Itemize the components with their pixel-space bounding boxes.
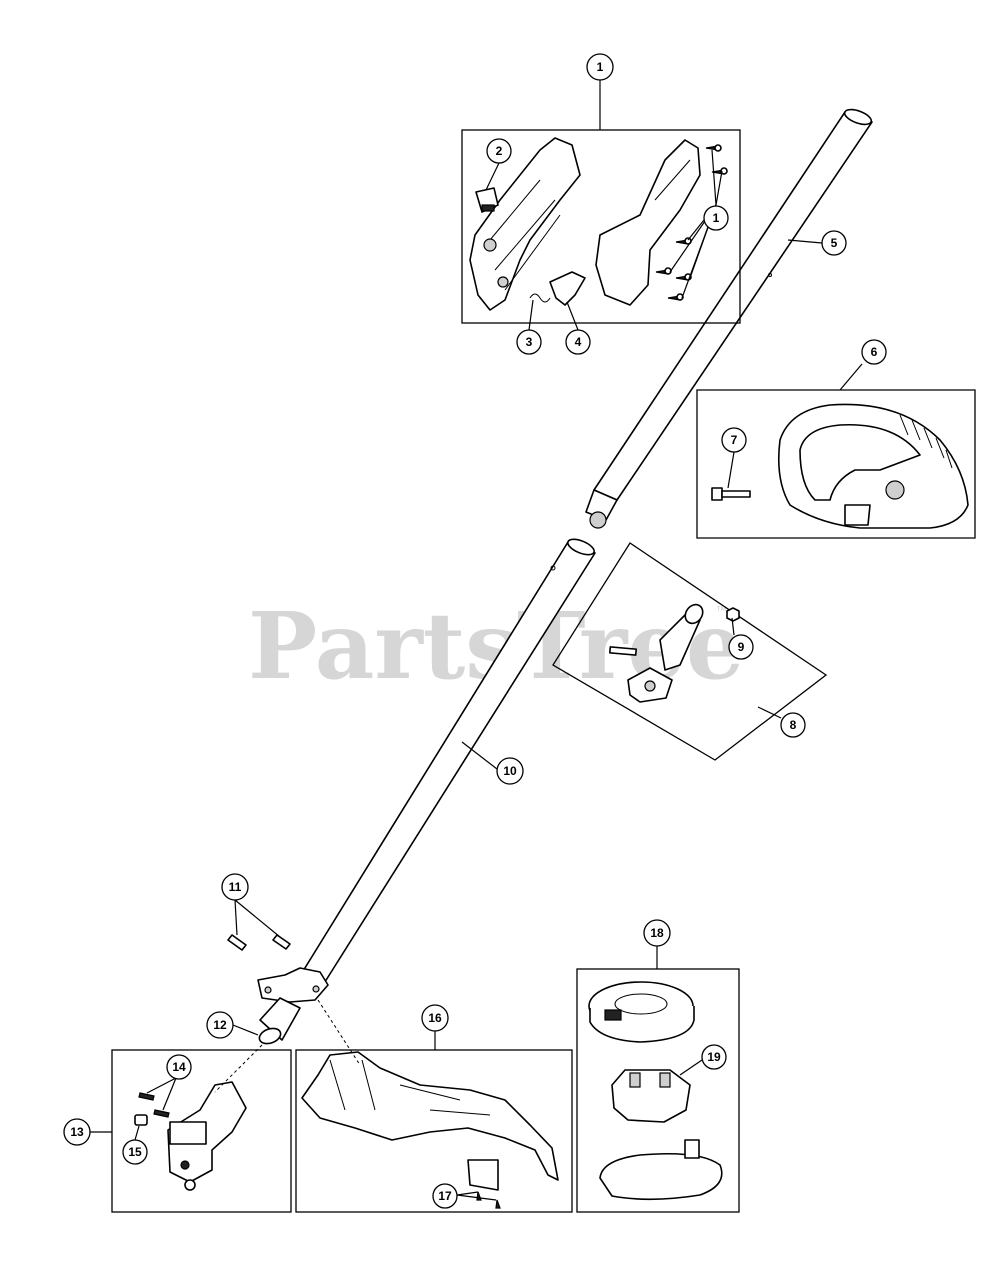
callout-12[interactable]: 12 bbox=[206, 1011, 234, 1039]
svg-text:3: 3 bbox=[526, 335, 533, 349]
spool-part19 bbox=[611, 1069, 691, 1123]
coupler-part8 bbox=[608, 603, 704, 703]
box-assist-handle bbox=[696, 389, 976, 539]
bushing-part15 bbox=[134, 1114, 148, 1126]
box-coupler bbox=[552, 542, 828, 761]
assist-handle-part6 bbox=[777, 403, 969, 529]
svg-text:18: 18 bbox=[650, 926, 664, 940]
svg-text:10: 10 bbox=[503, 764, 517, 778]
bolts-part11 bbox=[227, 934, 291, 951]
svg-text:16: 16 bbox=[428, 1011, 442, 1025]
svg-text:14: 14 bbox=[172, 1060, 186, 1074]
svg-text:5: 5 bbox=[831, 236, 838, 250]
callout-3[interactable]: 3 bbox=[516, 329, 542, 355]
shaft-end-part12 bbox=[258, 997, 301, 1045]
handle-screws bbox=[655, 144, 728, 301]
shield-bracket bbox=[257, 967, 329, 1003]
callout-8[interactable]: 8 bbox=[780, 712, 806, 738]
upper-shaft bbox=[585, 108, 873, 529]
callout-11[interactable]: 11 bbox=[221, 873, 249, 901]
callout-17[interactable]: 17 bbox=[432, 1183, 458, 1209]
svg-text:1: 1 bbox=[713, 211, 720, 225]
box-gearhead bbox=[111, 1049, 292, 1213]
gearhead-part13 bbox=[167, 1081, 247, 1191]
handle-right-half bbox=[595, 139, 701, 306]
callout-6[interactable]: 6 bbox=[861, 339, 887, 365]
box-grass-shield bbox=[295, 1049, 573, 1213]
svg-text:7: 7 bbox=[731, 433, 738, 447]
svg-text:4: 4 bbox=[575, 335, 582, 349]
spool-cover-part18 bbox=[588, 981, 695, 1043]
svg-text:17: 17 bbox=[438, 1189, 452, 1203]
svg-text:19: 19 bbox=[707, 1050, 721, 1064]
box-handle-assembly bbox=[461, 129, 741, 324]
svg-text:11: 11 bbox=[229, 880, 242, 894]
svg-text:1: 1 bbox=[597, 60, 604, 74]
svg-text:8: 8 bbox=[790, 718, 797, 732]
nut-part9 bbox=[726, 607, 740, 622]
grass-shield-part16 bbox=[301, 1051, 559, 1181]
watermark-trademark: ™ bbox=[716, 605, 727, 617]
svg-text:9: 9 bbox=[738, 640, 745, 654]
spring-part3 bbox=[529, 293, 551, 303]
assembly-guide-lines bbox=[214, 999, 361, 1093]
callout-1-top[interactable]: 1 bbox=[586, 53, 614, 81]
callout-1-screws[interactable]: 1 bbox=[703, 205, 729, 231]
callout-10[interactable]: 10 bbox=[496, 757, 524, 785]
trigger-part4 bbox=[549, 271, 586, 306]
svg-text:2: 2 bbox=[496, 144, 503, 158]
handle-left-half bbox=[469, 137, 581, 311]
callout-18[interactable]: 18 bbox=[643, 919, 671, 947]
svg-text:12: 12 bbox=[213, 1018, 227, 1032]
throttle-switch-part2 bbox=[475, 187, 499, 213]
box-trimmer-head bbox=[576, 968, 740, 1213]
svg-text:15: 15 bbox=[128, 1145, 142, 1159]
callout-7[interactable]: 7 bbox=[721, 427, 747, 453]
callout-16[interactable]: 16 bbox=[421, 1004, 449, 1032]
base-part-bottom bbox=[599, 1139, 723, 1201]
bolt-part7 bbox=[711, 487, 751, 501]
callout-4[interactable]: 4 bbox=[565, 329, 591, 355]
callout-19[interactable]: 19 bbox=[701, 1044, 727, 1070]
blade-part17 bbox=[467, 1159, 501, 1209]
callout-2[interactable]: 2 bbox=[486, 138, 512, 164]
callout-13[interactable]: 13 bbox=[63, 1118, 91, 1146]
svg-text:13: 13 bbox=[70, 1125, 84, 1139]
svg-text:6: 6 bbox=[871, 345, 878, 359]
callout-9[interactable]: 9 bbox=[728, 634, 754, 660]
screws-part14 bbox=[138, 1092, 170, 1118]
callout-5[interactable]: 5 bbox=[821, 230, 847, 256]
callout-14[interactable]: 14 bbox=[166, 1054, 192, 1080]
callout-15[interactable]: 15 bbox=[122, 1139, 148, 1165]
